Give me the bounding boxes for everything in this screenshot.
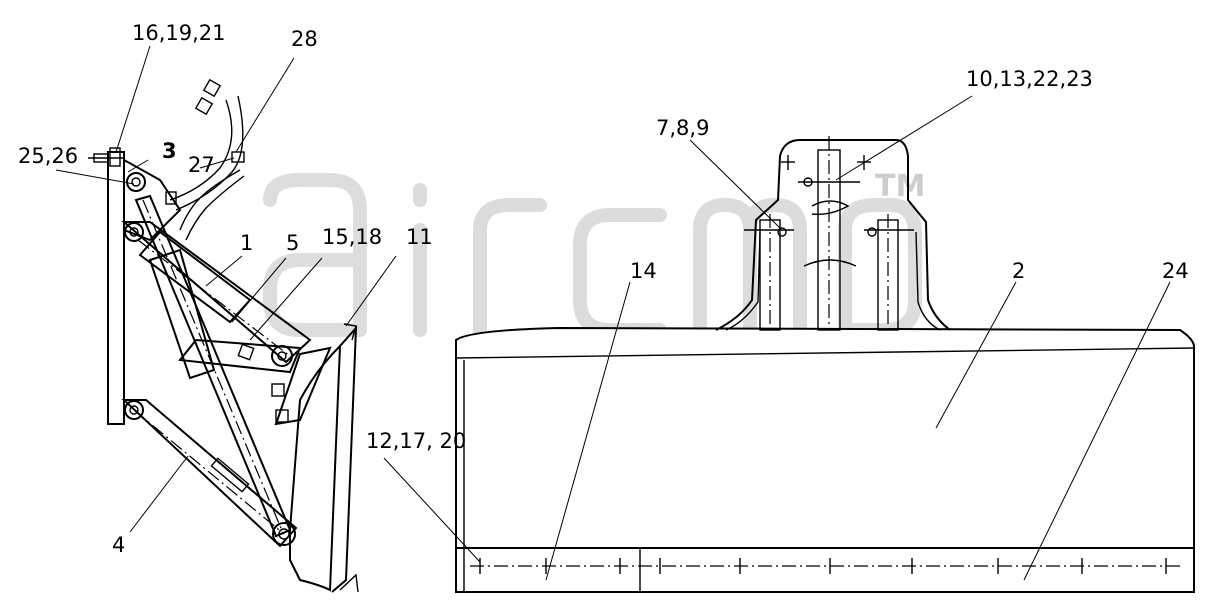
pivot-blade (272, 522, 296, 546)
link-plate (274, 346, 332, 426)
blade-edge (331, 325, 358, 593)
mount-tower (715, 139, 951, 331)
blade-tip (339, 573, 359, 593)
callout-2: 2 (1012, 259, 1025, 283)
callout-3: 3 (162, 139, 177, 163)
pivot-lower (124, 400, 144, 420)
callouts: 16,19,21 28 25,26 3 27 1 5 15,18 11 4 7,… (18, 21, 1189, 557)
hose-d (185, 175, 245, 241)
edge-bolts (479, 558, 1167, 574)
hose-b (175, 95, 244, 211)
callout-11: 11 (406, 225, 433, 249)
lower-arm (121, 399, 298, 548)
blade-body (455, 326, 1196, 593)
hose-loop (811, 200, 850, 216)
upper-arm (121, 221, 312, 364)
callout-14: 14 (630, 259, 657, 283)
callout-10-13-22-23: 10,13,22,23 (966, 67, 1093, 91)
upper-bracket (123, 158, 182, 242)
callout-12-17-20: 12,17, 20 (366, 429, 466, 453)
clip-11 (343, 323, 357, 341)
watermark: aircmp TM (263, 169, 925, 367)
pivot-arm-end (271, 345, 293, 367)
blade-top-edge (455, 347, 1195, 359)
callout-1: 1 (240, 231, 253, 255)
hose-a (169, 99, 233, 201)
callout-7-8-9: 7,8,9 (656, 116, 709, 140)
watermark-trademark: TM (875, 169, 925, 204)
leader-lines (55, 45, 1171, 581)
front-view (455, 136, 1196, 593)
top-bolt (88, 147, 124, 167)
callout-25-26: 25,26 (18, 144, 78, 168)
pivot-upper (126, 172, 146, 192)
callout-28: 28 (291, 27, 318, 51)
callout-15-18: 15,18 (322, 225, 382, 249)
mounting-plate (107, 151, 125, 425)
blade-profile (289, 343, 342, 592)
callout-16-19-21: 16,19,21 (132, 21, 226, 45)
side-view (88, 78, 359, 593)
callout-5: 5 (286, 231, 299, 255)
cylinder-rod (148, 248, 216, 380)
callout-27: 27 (188, 153, 215, 177)
callout-4: 4 (112, 533, 125, 557)
hose-c (179, 169, 241, 231)
callout-24: 24 (1162, 259, 1189, 283)
pins (744, 155, 914, 237)
